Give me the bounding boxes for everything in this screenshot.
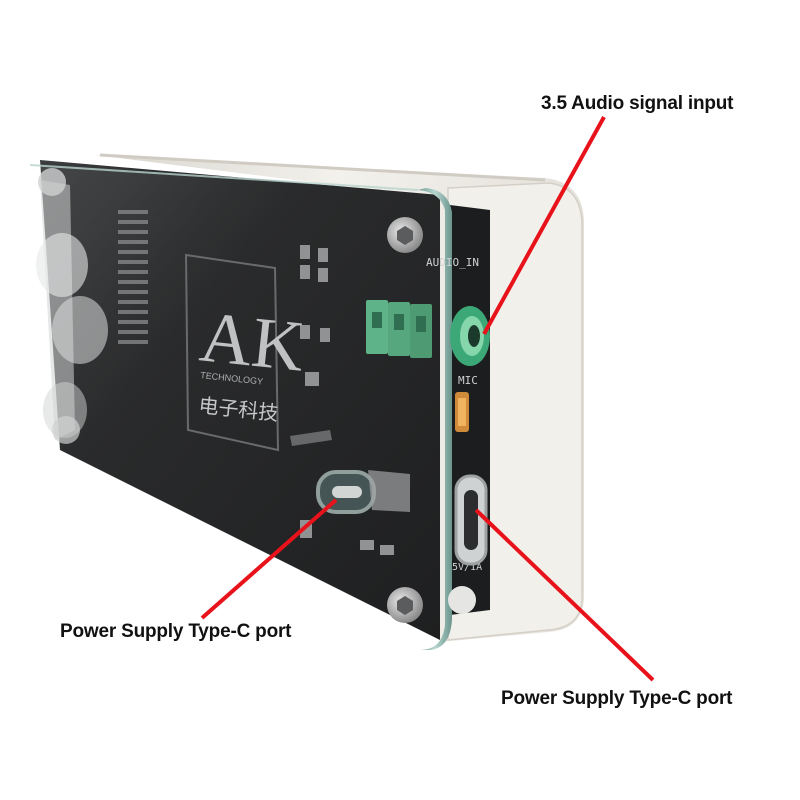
callout-line-typec-side — [474, 508, 655, 682]
callout-label-typec-front: Power Supply Type-C port — [60, 621, 292, 642]
callout-label-audio-input: 3.5 Audio signal input — [541, 93, 734, 114]
callout-line-audio — [482, 116, 606, 335]
callout-label-typec-side: Power Supply Type-C port — [501, 688, 733, 709]
silkscreen: AK TECHNOLOGY 电子科技 AUDIO_IN MIC 5V/1A — [196, 256, 482, 573]
board-logo: AK — [196, 296, 308, 386]
callout-line-typec-front — [200, 498, 338, 620]
mic-component — [455, 392, 469, 432]
screws — [38, 168, 476, 623]
audio-in-silkscreen: AUDIO_IN — [426, 256, 479, 269]
callout-lines — [200, 116, 655, 682]
mic-silkscreen: MIC — [458, 374, 478, 387]
power-silkscreen: 5V/1A — [452, 562, 482, 573]
audio-jack — [450, 306, 490, 366]
terminal-block — [366, 300, 432, 358]
typec-port-side — [454, 474, 488, 566]
